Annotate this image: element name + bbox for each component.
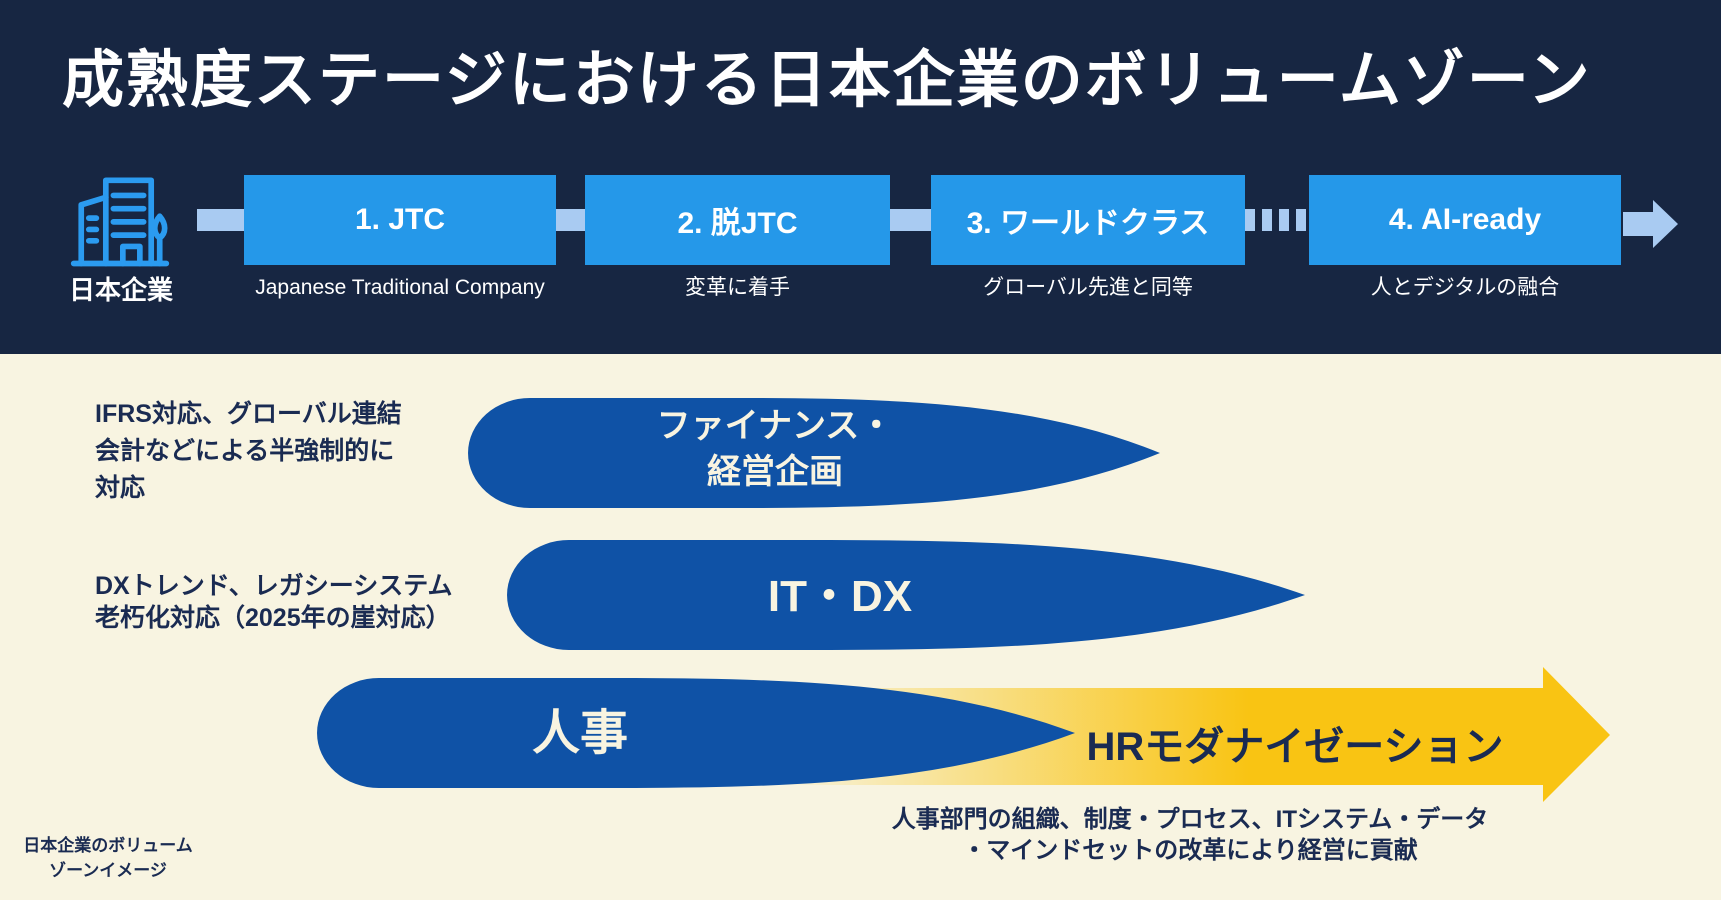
- footer-note: 日本企業のボリューム ゾーンイメージ: [23, 836, 193, 880]
- connector-bar: [197, 209, 244, 231]
- finance-zone-shape: [468, 398, 1160, 508]
- itdx-zone-shape: [507, 540, 1305, 650]
- stage-subtitle: グローバル先進と同等: [983, 276, 1193, 299]
- stage-label: 2. 脱JTC: [677, 207, 798, 240]
- dash: [1262, 209, 1272, 231]
- right-arrow-icon: [1623, 200, 1678, 248]
- stage-box-ai-ready: 4. AI-ready: [1309, 175, 1621, 265]
- finance-zone-note: IFRS対応、グローバル連結 会計などによる半強制的に 対応: [95, 400, 402, 502]
- stage-label: 3. ワールドクラス: [966, 207, 1210, 240]
- hr-modernization-label: HRモダナイゼーション: [1086, 725, 1504, 769]
- hr-modernization-arrow: [770, 667, 1610, 802]
- company-label: 日本企業: [68, 275, 173, 305]
- dashed-connector: [1245, 209, 1309, 231]
- connector-bar: [556, 209, 585, 231]
- stage-subtitle: Japanese Traditional Company: [255, 276, 545, 299]
- finance-zone-label: ファイナンス・ 経営企画: [656, 407, 894, 491]
- stage-box-datsu-jtc: 2. 脱JTC: [585, 175, 890, 265]
- page-title: 成熟度ステージにおける日本企業のボリュームゾーン: [62, 46, 1592, 115]
- company-building-icon: [70, 177, 170, 267]
- stage-label: 1. JTC: [354, 203, 446, 236]
- header-band: 成熟度ステージにおける日本企業のボリュームゾーン 日本企業 1. JTC 2. …: [0, 0, 1721, 354]
- jinji-zone-shape: [317, 678, 1075, 788]
- itdx-zone-label: IT・DX: [767, 572, 913, 621]
- stage-label: 4. AI-ready: [1388, 203, 1542, 236]
- stage-box-jtc: 1. JTC: [244, 175, 556, 265]
- jinji-zone-label: 人事: [531, 707, 628, 760]
- dash: [1245, 209, 1255, 231]
- dash: [1296, 209, 1306, 231]
- stage-subtitle: 人とデジタルの融合: [1370, 276, 1560, 299]
- stage-box-world-class: 3. ワールドクラス: [931, 175, 1245, 265]
- dash: [1279, 209, 1289, 231]
- connector-bar: [890, 209, 931, 231]
- itdx-zone-note: DXトレンド、レガシーシステム 老朽化対応（2025年の崖対応）: [95, 572, 453, 632]
- stage-subtitle: 変革に着手: [685, 276, 790, 299]
- hr-modernization-description: 人事部門の組織、制度・プロセス、ITシステム・データ ・マインドセットの改革によ…: [891, 806, 1489, 864]
